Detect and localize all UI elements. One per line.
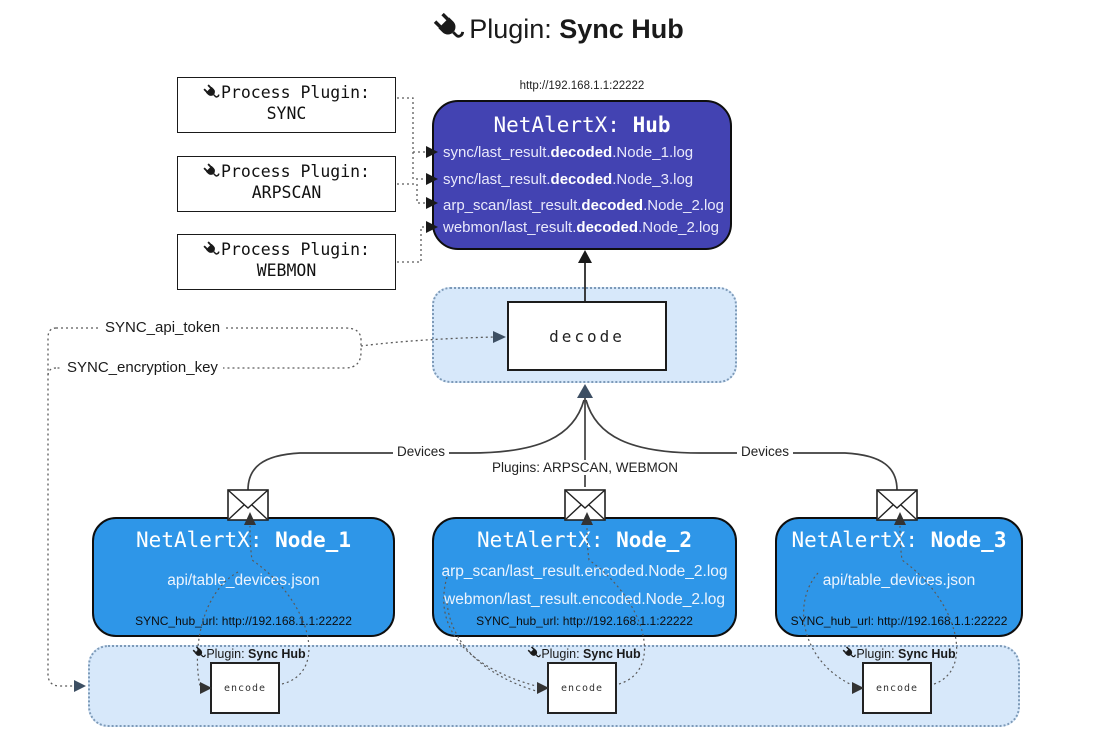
hub-log-line: webmon/last_result.decoded.Node_2.log [443, 219, 719, 236]
arrow-up-into-hub [578, 250, 592, 263]
arrow-up-into-decode-zone [577, 384, 593, 398]
node-file: webmon/last_result.encoded.Node_2.log [444, 591, 725, 608]
encode-plugin-label: Plugin: Sync Hub [842, 646, 956, 661]
process-plugin-name: ARPSCAN [251, 183, 322, 202]
node-title: NetAlertX: Node_1 [136, 528, 351, 552]
node-file: arp_scan/last_result.encoded.Node_2.log [441, 563, 728, 580]
node-file: api/table_devices.json [167, 572, 320, 589]
title-bold: Sync Hub [559, 14, 684, 44]
envelope-icon [876, 489, 918, 521]
encode-box: encode [210, 662, 280, 714]
encode-plugin-label: Plugin: Sync Hub [527, 646, 641, 661]
process-plugin-name: WEBMON [256, 261, 317, 280]
plug-icon [192, 646, 206, 660]
plug-icon [203, 241, 220, 258]
plug-icon [203, 163, 220, 180]
hub-log-line: sync/last_result.decoded.Node_1.log [443, 144, 694, 161]
plugins-edge-label: Plugins: ARPSCAN, WEBMON [487, 460, 683, 475]
process-plugin-title: Process Plugin: [220, 162, 370, 181]
node-2-box: NetAlertX: Node_2 arp_scan/last_result.e… [432, 517, 737, 637]
envelope-icon [227, 489, 269, 521]
encode-plugin-label: Plugin: Sync Hub [192, 646, 306, 661]
page-title: Plugin: Sync Hub [0, 14, 1117, 45]
plug-icon [527, 646, 541, 660]
hub-box: NetAlertX: Hub sync/last_result.decoded.… [432, 100, 732, 250]
node-title: NetAlertX: Node_3 [791, 528, 1007, 552]
title-prefix: Plugin: [469, 14, 560, 44]
plug-icon [203, 84, 220, 101]
process-plugin-title: Process Plugin: [220, 240, 370, 259]
node-hub-url: SYNC_hub_url: http://192.168.1.1:22222 [476, 614, 693, 628]
sync-api-token-label: SYNC_api_token [100, 319, 226, 336]
process-plugin-name: SYNC [266, 104, 307, 123]
process-plugin-title: Process Plugin: [220, 83, 370, 102]
node-1-box: NetAlertX: Node_1 api/table_devices.json… [92, 517, 395, 637]
node-file: api/table_devices.json [822, 572, 976, 589]
hub-log-line: sync/last_result.decoded.Node_3.log [443, 171, 694, 188]
node-title: NetAlertX: Node_2 [477, 528, 692, 552]
plug-icon [842, 646, 856, 660]
node-3-box: NetAlertX: Node_3 api/table_devices.json… [775, 517, 1023, 637]
node-hub-url: SYNC_hub_url: http://192.168.1.1:22222 [135, 614, 352, 628]
hub-log-line: arp_scan/last_result.decoded.Node_2.log [443, 197, 724, 214]
hub-title: NetAlertX: Hub [493, 113, 671, 137]
arrow-into-encode-bar [74, 680, 86, 692]
devices-edge-label-right: Devices [736, 444, 794, 459]
envelope-icon [564, 489, 606, 521]
plug-icon [433, 12, 465, 44]
hub-url-label: http://192.168.1.1:22222 [519, 80, 645, 92]
node-hub-url: SYNC_hub_url: http://192.168.1.1:22222 [790, 614, 1008, 628]
process-plugin-box-arpscan: Process Plugin: ARPSCAN [177, 156, 396, 212]
process-plugin-box-sync: Process Plugin: SYNC [177, 77, 396, 133]
encode-box: encode [547, 662, 617, 714]
decode-box: decode [507, 301, 667, 371]
sync-encryption-key-label: SYNC_encryption_key [62, 359, 223, 376]
process-plugin-box-webmon: Process Plugin: WEBMON [177, 234, 396, 290]
encode-box: encode [862, 662, 932, 714]
devices-edge-label-left: Devices [392, 444, 450, 459]
